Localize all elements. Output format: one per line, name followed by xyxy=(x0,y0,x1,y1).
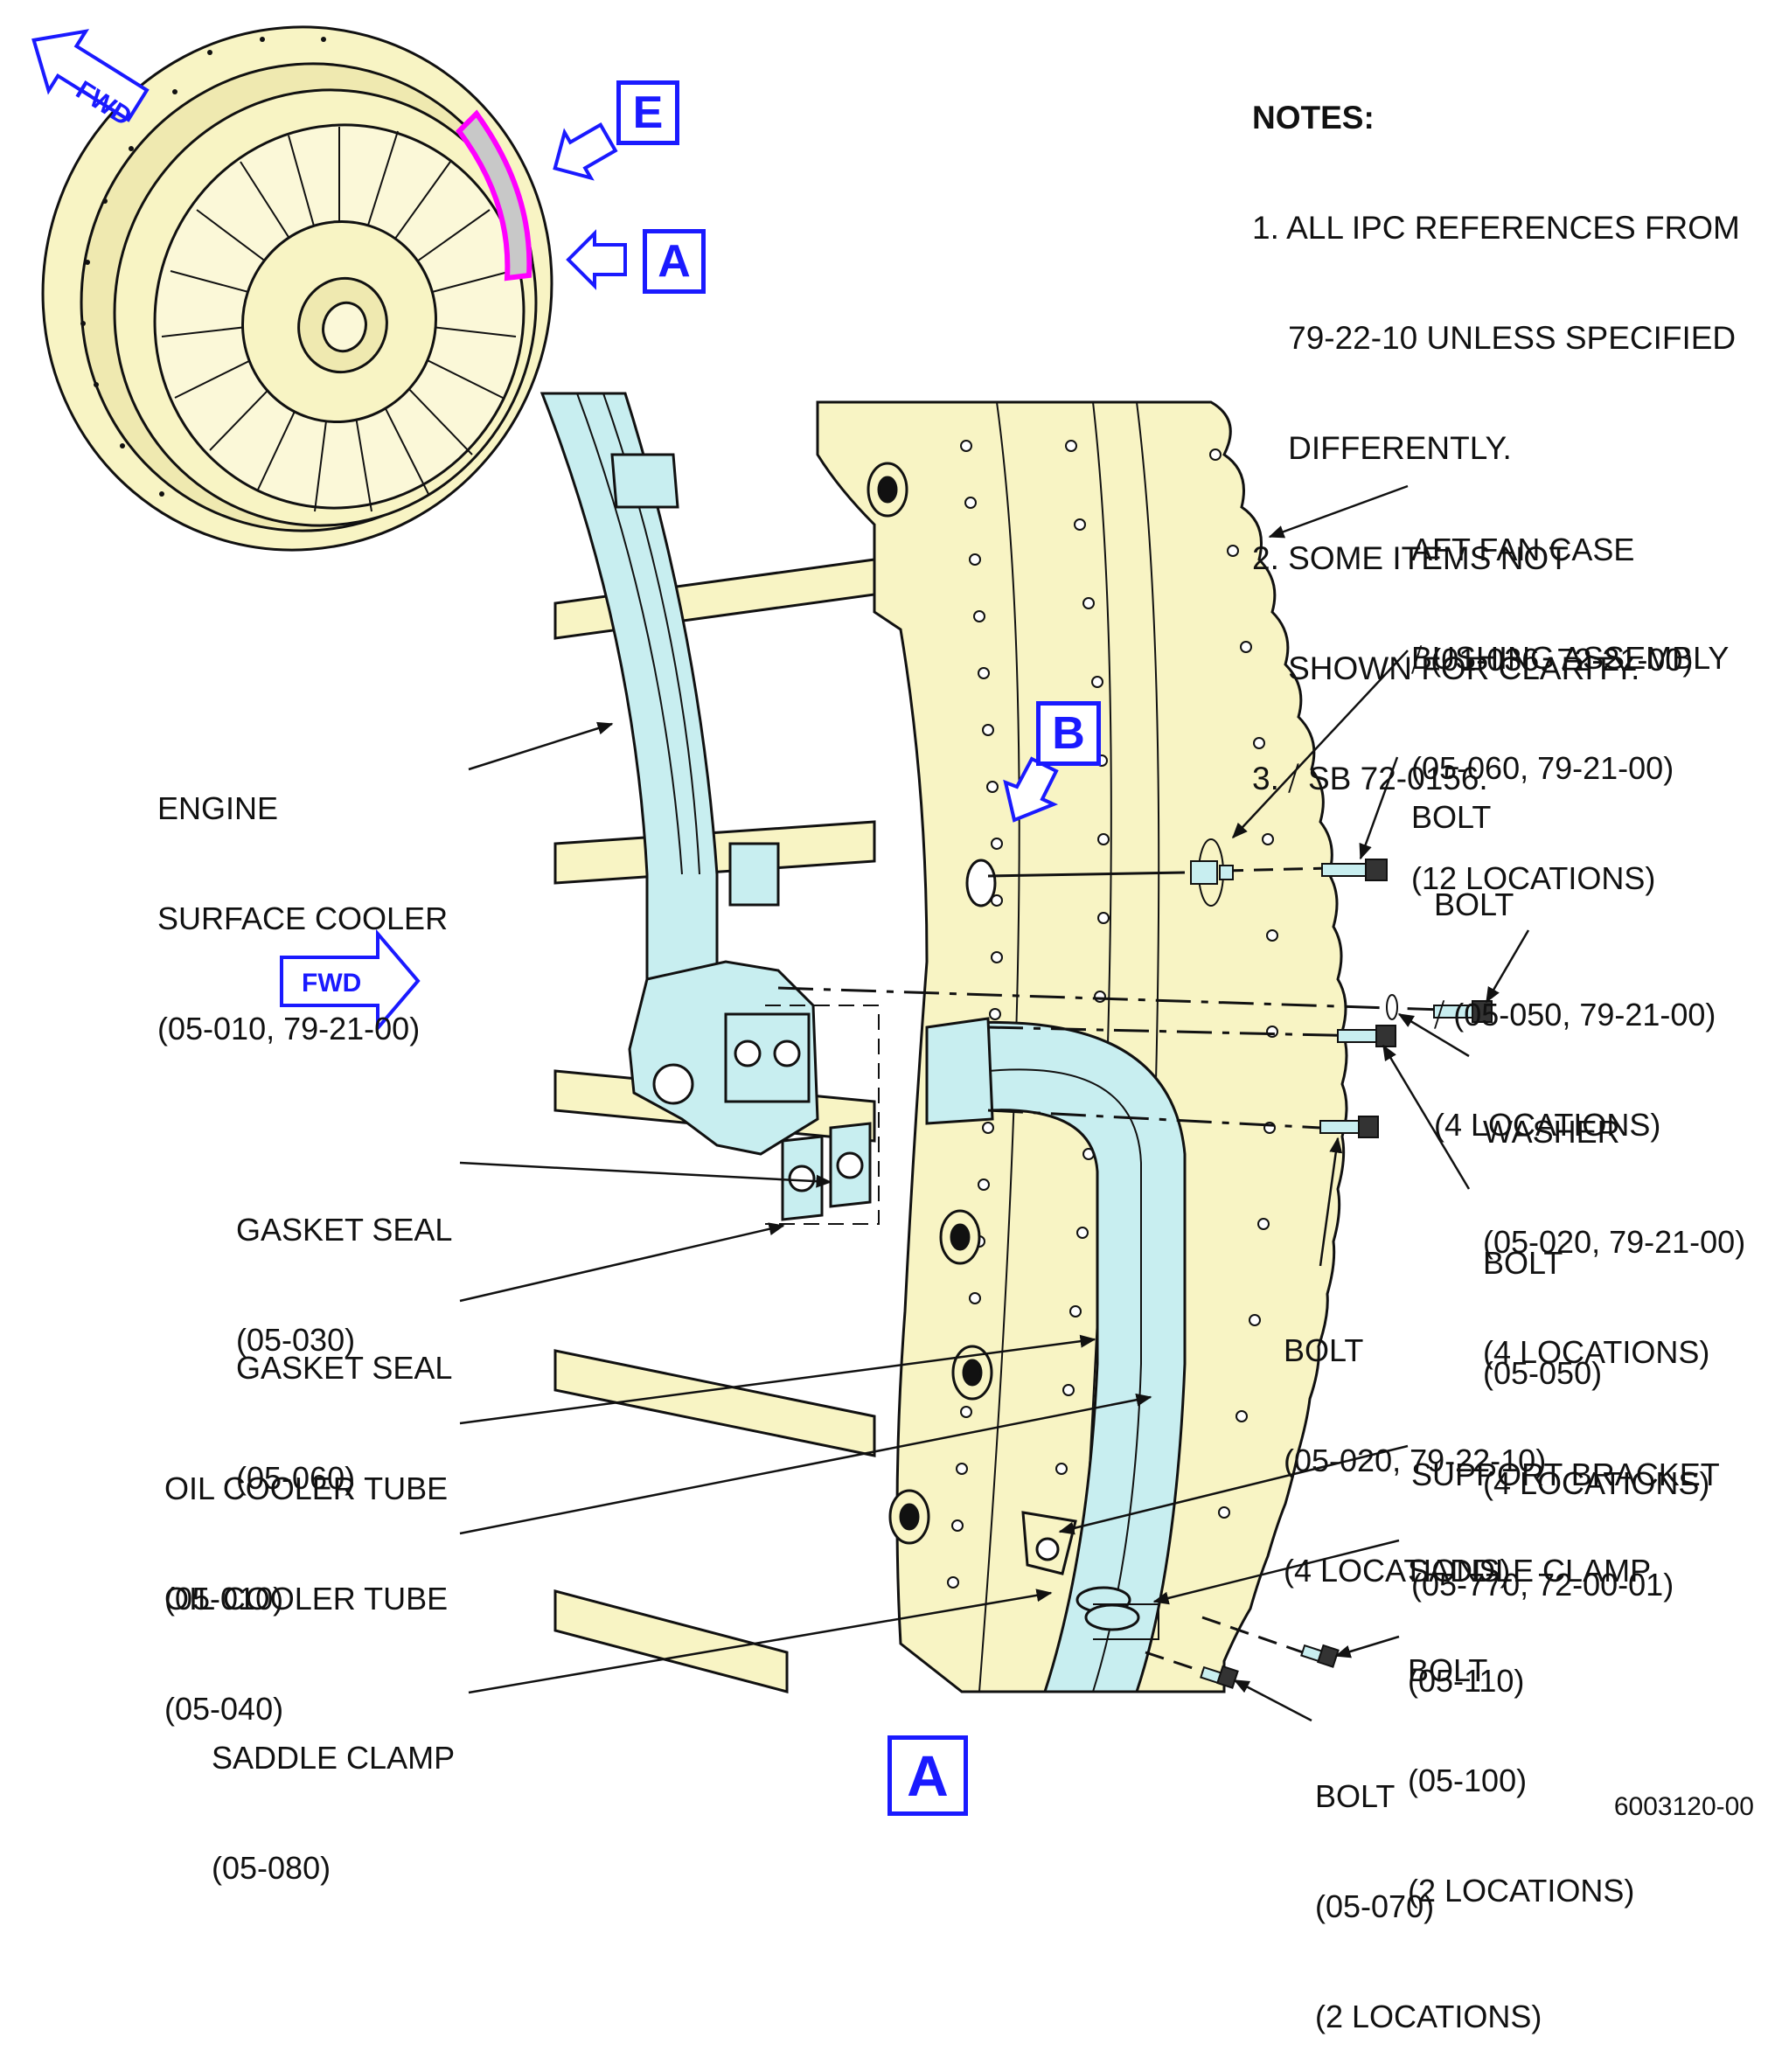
callout-line: SADDLE CLAMP xyxy=(1408,1553,1652,1589)
callout-line: (4 LOCATIONS) xyxy=(1483,1465,1710,1501)
callout-line: GASKET SEAL xyxy=(236,1212,453,1248)
bolt-05-020 xyxy=(1319,1116,1379,1138)
callout-line: BOLT xyxy=(1408,1652,1488,1688)
callout-line: SURFACE COOLER xyxy=(157,900,449,936)
fwd-arrow-main xyxy=(280,928,421,1033)
figure-number: 6003120-00 xyxy=(1613,1792,1754,1821)
callout-bushing-assembly: BUSHING ASSEMBLY (05-060, 79-21-00) (12 … xyxy=(1411,567,1729,934)
view-label-a-bottom: A xyxy=(887,1735,968,1816)
callout-washer: WASHER (05-020, 79-21-00) (4 LOCATIONS) xyxy=(1483,1040,1745,1408)
notes-line-5: SHOWN FOR CLARITY. xyxy=(1252,650,1640,686)
bushing-assembly-part xyxy=(1190,838,1234,907)
callout-line: (2 LOCATIONS) xyxy=(1315,1999,1542,2034)
callout-line: (12 LOCATIONS) xyxy=(1411,860,1656,896)
callout-line: ⧸ (05-050, 79-21-00) xyxy=(1434,997,1716,1033)
callout-line: (4 LOCATIONS) xyxy=(1483,1334,1710,1370)
callout-line: OIL COOLER TUBE xyxy=(164,1471,449,1506)
callout-line: (05-020, 79-21-00) xyxy=(1483,1224,1746,1260)
bolt-05-100 xyxy=(1300,1644,1340,1668)
callout-saddle-clamp-left: SADDLE CLAMP (05-080) xyxy=(212,1666,455,1923)
callout-support-bracket: SUPPORT BRACKET (05-770, 72-00-01) xyxy=(1411,1383,1720,1640)
callout-line: AFT FAN CASE xyxy=(1411,532,1635,567)
view-arrow-e xyxy=(553,122,618,181)
callout-line: (4 LOCATIONS) xyxy=(1434,1107,1661,1143)
callout-line: (4 LOCATIONS) xyxy=(1284,1553,1511,1589)
callout-bolt-f: BOLT (05-070) (2 LOCATIONS) xyxy=(1315,1705,1542,2072)
callout-line: BOLT xyxy=(1284,1332,1364,1368)
callout-line: (05-050) xyxy=(1483,1355,1603,1391)
engine-surface-cooler xyxy=(539,392,819,1156)
callout-line: OIL COOLER TUBE xyxy=(164,1581,449,1617)
bolt-05-050-top xyxy=(1321,859,1388,881)
callout-line: (05-060) xyxy=(236,1460,356,1496)
callout-line: (05-770, 72-00-01) xyxy=(1411,1567,1674,1603)
view-label-e: E xyxy=(616,80,679,145)
notes-heading: NOTES: xyxy=(1252,100,1375,136)
callout-line: (05-080) xyxy=(212,1850,331,1886)
callout-line: (05-110) xyxy=(1408,1663,1525,1699)
callout-line: (05-010, 79-21-00) xyxy=(157,1011,421,1046)
callout-line: BOLT xyxy=(1315,1778,1396,1814)
callout-bolt-b: BOLT ⧸ (05-050, 79-21-00) (4 LOCATIONS) xyxy=(1434,813,1716,1180)
callout-gasket-seal-1: GASKET SEAL (05-030) xyxy=(236,1138,452,1395)
fwd-label-main: FWD xyxy=(302,969,361,998)
callout-line: BUSHING ASSEMBLY xyxy=(1411,640,1730,676)
callout-aft-fan-case: AFT FAN CASE ⧸ (01-036, 72-21-00) xyxy=(1411,458,1693,715)
notes-block: NOTES: 1. ALL IPC REFERENCES FROM 79-22-… xyxy=(1252,26,1740,834)
callout-line: GASKET SEAL xyxy=(236,1350,453,1386)
callout-line: BOLT xyxy=(1411,799,1492,835)
notes-line-3: DIFFERENTLY. xyxy=(1252,430,1512,466)
callout-line: (05-030) xyxy=(236,1322,356,1358)
callout-line: (05-040) xyxy=(164,1691,284,1727)
notes-line-4: 2. SOME ITEMS NOT xyxy=(1252,540,1569,576)
view-arrow-a-top xyxy=(566,229,627,290)
callout-bolt-a: BOLT xyxy=(1411,726,1491,873)
callout-line: SADDLE CLAMP xyxy=(212,1740,456,1776)
fastener-lines xyxy=(777,866,1444,1676)
fasteners xyxy=(1190,838,1493,1689)
callout-saddle-clamp-right: SADDLE CLAMP (05-110) xyxy=(1408,1479,1651,1736)
notes-line-1: 1. ALL IPC REFERENCES FROM xyxy=(1252,210,1740,246)
fwd-arrow-top xyxy=(31,29,150,122)
callout-line: (05-070) xyxy=(1315,1888,1435,1924)
bolt-05-050-mid xyxy=(1433,1000,1493,1023)
callout-gasket-seal-2: GASKET SEAL (05-060) xyxy=(236,1276,452,1533)
callout-oil-cooler-tube-1: OIL COOLER TUBE (05-010) xyxy=(164,1397,448,1654)
notes-line-2: 79-22-10 UNLESS SPECIFIED xyxy=(1252,320,1737,356)
callout-oil-cooler-tube-2: OIL COOLER TUBE (05-040) xyxy=(164,1507,448,1764)
callout-line: WASHER xyxy=(1483,1114,1620,1150)
callout-line: ⧸ (01-036, 72-21-00) xyxy=(1411,642,1694,678)
view-label-b: B xyxy=(1036,701,1101,766)
view-label-a-top: A xyxy=(643,229,706,294)
callout-line: (05-060, 79-21-00) xyxy=(1411,750,1674,786)
leader-lines xyxy=(459,484,1530,1722)
fan-case-overview xyxy=(41,25,553,552)
gasket-seals xyxy=(765,1005,880,1225)
callout-engine-surface-cooler: ENGINE SURFACE COOLER (05-010, 79-21-00) xyxy=(157,717,448,1084)
callout-line: (05-010) xyxy=(164,1581,284,1617)
callout-line: ENGINE xyxy=(157,790,279,826)
notes-line-6: 3. ⧸ SB 72-0156. xyxy=(1252,761,1488,796)
callout-line: (05-020, 79-22-10) xyxy=(1284,1443,1547,1478)
callout-line: BOLT xyxy=(1483,1245,1563,1281)
callout-line: (05-100) xyxy=(1408,1763,1528,1798)
callout-line: BOLT xyxy=(1434,887,1514,922)
callout-line: SUPPORT BRACKET xyxy=(1411,1457,1720,1492)
callout-bolt-d: BOLT (05-020, 79-22-10) (4 LOCATIONS) xyxy=(1284,1259,1546,1626)
washer-part xyxy=(1386,994,1398,1020)
diagram-canvas: FWD xyxy=(31,25,1530,1722)
callout-bolt-c: BOLT (05-050) (4 LOCATIONS) xyxy=(1483,1172,1709,1539)
